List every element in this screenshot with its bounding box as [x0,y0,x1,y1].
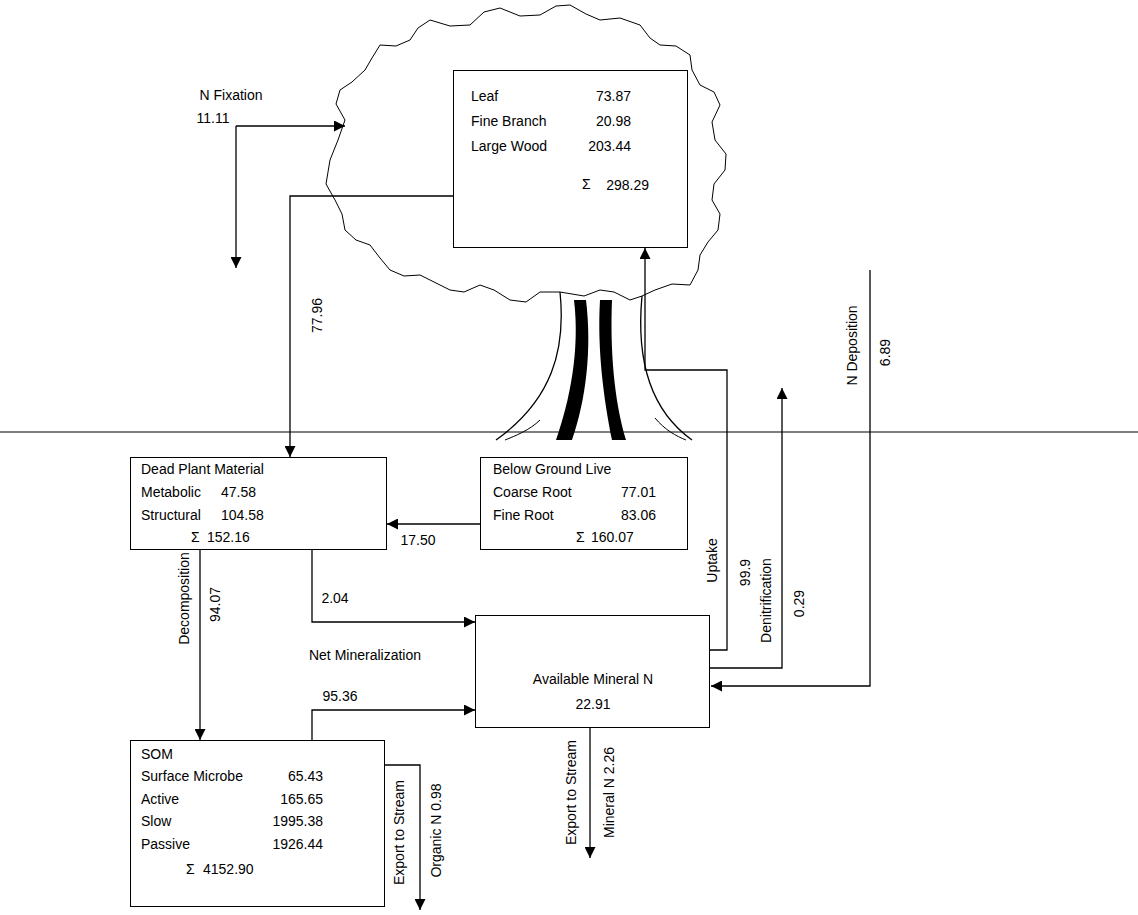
pool-name: Dead Plant Material [141,461,264,478]
flux-arrow [199,550,200,740]
pool-name: Leaf [471,88,498,105]
pool-text: 160.07 [591,529,634,546]
pool-text: Coarse Root [493,484,572,501]
deposition-arrow [711,270,870,686]
pool-text: Surface Microbe [141,768,243,785]
trunk-shade [556,300,588,440]
pool-text: 4152.90 [203,861,254,878]
pool-box: Below Ground LiveCoarse Root 77.01Fine Ro… [480,457,688,550]
flux-label: 0.29 [792,589,809,616]
flux-arrow [312,550,475,622]
flux-label: Net Mineralization [309,647,421,664]
pool-text: 73.87 [596,88,631,105]
tree-trunk [641,296,692,440]
pool-text: Large Wood [471,138,547,155]
fixation-arrow [236,125,345,126]
pool-text: Σ [576,529,585,546]
pool-text: 152.16 [207,529,250,546]
pool-text: 1995.38 [272,813,323,830]
export-arrow [589,728,590,858]
flux-label: N Fixation [199,87,262,104]
flux-value: 77.96 [309,297,326,332]
flux-value: 94.07 [207,586,224,621]
pool-text: Passive [141,836,190,853]
flux-arrow [387,523,480,524]
pool-text: 22.91 [575,696,610,713]
flux-label: Decomposition [175,552,192,645]
pool-text: Fine Root [493,507,554,524]
flux-arrow [645,248,727,650]
denitrification-arrow [710,388,782,668]
tree-root [505,418,686,440]
pool-text: Σ [582,176,591,193]
flux-arrow [290,196,453,457]
pool-text: 20.98 [596,113,631,130]
pool-box: Available Mineral N 22.91 [475,615,710,728]
pool-text: Structural [141,507,201,524]
flux-value: 95.36 [322,688,357,705]
flux-label: Organic N 0.98 [427,783,444,877]
flux-label: 6.89 [878,338,895,365]
pool-box: Leaf 73.87Fine Branch 20.98Large Wood 203.4… [453,70,688,248]
pool-text: 77.01 [621,484,656,501]
pool-text: Slow [141,813,171,830]
pool-name: Available Mineral N [533,671,653,688]
flux-arrow [312,710,475,740]
pool-text: 165.65 [280,791,323,808]
pool-text: 47.58 [221,484,256,501]
flux-label: Export to Stream [391,779,408,884]
pool-text: Fine Branch [471,113,546,130]
pool-name: Below Ground Live [493,461,611,478]
flux-label: Mineral N 2.26 [601,746,618,837]
pool-text: 104.58 [221,507,264,524]
flux-label: N Deposition [844,305,861,385]
pool-text: Σ [191,529,200,546]
pool-box: Dead Plant MaterialMetabolic 47.58Structu… [130,457,387,550]
fixation-arrow [235,126,236,268]
pool-text: 298.29 [606,177,649,194]
flux-label: Denitrification [757,558,774,643]
trunk-shade [599,300,626,440]
tree-trunk [496,292,561,440]
pool-text: Σ [186,861,195,878]
flux-label: Uptake [703,538,720,582]
pool-text: 65.43 [288,768,323,785]
pool-text: 1926.44 [272,836,323,853]
flux-value: 99.9 [738,558,755,585]
tree-canopy [326,5,726,302]
flux-label: 11.11 [197,110,230,127]
pool-text: 83.06 [621,507,656,524]
flux-value: 2.04 [321,590,348,607]
pool-text: Active [141,791,179,808]
pool-box: SOM Surface Microbe 65.43Active 165.65Slow 1… [130,740,385,907]
export-arrow [385,765,420,910]
flux-label: Export to Stream [563,739,580,844]
flux-value: 17.50 [400,532,435,549]
pool-name: SOM [141,746,173,763]
pool-text: 203.44 [588,138,631,155]
pool-text: Metabolic [141,484,201,501]
